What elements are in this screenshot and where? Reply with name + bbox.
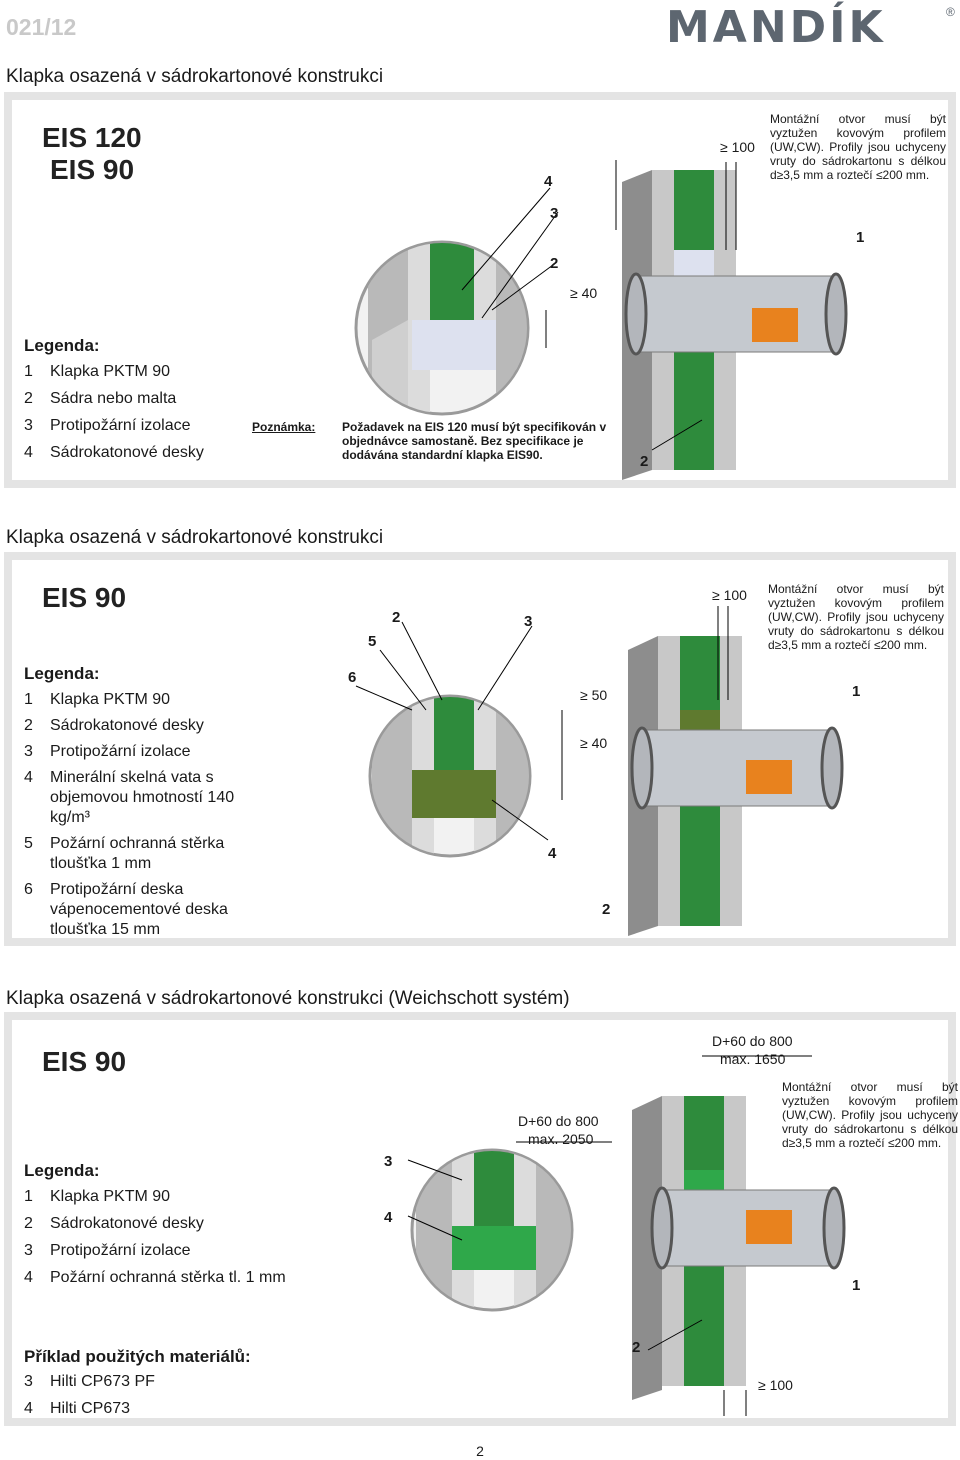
dim-100: ≥ 100 [720, 139, 755, 155]
eis-class-120: EIS 120 [42, 122, 142, 153]
mount-note-1: Montážní otvor musí být vyztužen kovovým… [770, 112, 946, 182]
section-title-2: Klapka osazená v sádrokartonové konstruk… [6, 527, 384, 548]
callout-4: 4 [544, 173, 553, 190]
logo-text: MANDÍK [666, 0, 886, 53]
callout-5: 5 [368, 633, 376, 650]
registered-mark: ® [946, 5, 955, 19]
footer-page-number: 2 [476, 1443, 484, 1459]
note-line-1: Požadavek na EIS 120 musí být specifikov… [342, 420, 607, 434]
legend-title-3: Legenda: [24, 1161, 100, 1180]
dim-b-max: max. 1650 [720, 1051, 786, 1067]
dim-40: ≥ 40 [580, 735, 607, 751]
callout-2a: 2 [392, 609, 400, 626]
callout-2b: 2 [640, 453, 648, 470]
mandik-logo: MANDÍK ® [666, 0, 955, 53]
section-title-1: Klapka osazená v sádrokartonové konstruk… [6, 66, 384, 87]
callout-1: 1 [852, 1277, 860, 1294]
mount-note-3: Montážní otvor musí být vyztužen kovovým… [782, 1080, 958, 1150]
mount-note-2: Montážní otvor musí být vyztužen kovovým… [768, 582, 944, 652]
dim-100: ≥ 100 [712, 587, 747, 603]
eis-class-90: EIS 90 [42, 1046, 127, 1077]
panel-3: EIS 90 [4, 1012, 958, 1426]
legend-title-1: Legenda: [24, 336, 100, 355]
panel-1: EIS 120 EIS 90 [4, 92, 956, 488]
legend-title-2: Legenda: [24, 664, 100, 683]
page-number: 021/12 [6, 14, 77, 40]
panel-2-content: EIS 90 [12, 560, 948, 938]
dim-100: ≥ 100 [758, 1377, 793, 1393]
dim-40: ≥ 40 [570, 285, 597, 301]
callout-2: 2 [632, 1339, 640, 1356]
dim-50: ≥ 50 [580, 687, 607, 703]
dim-a-range: D+60 do 800 [518, 1113, 599, 1129]
eis-class-90: EIS 90 [50, 154, 135, 185]
dim-a-max: max. 2050 [528, 1131, 594, 1147]
note-label: Poznámka: [252, 420, 316, 434]
callout-3: 3 [384, 1153, 392, 1170]
diagram-1: 4 3 2 1 2 ≥ 100 ≥ 40 [354, 139, 864, 480]
note-line-3: dodávána standardní klapka EIS90. [342, 448, 543, 462]
diagram-3: 3 4 1 2 D+60 do 800 max. 2050 D+60 do 80… [384, 1033, 860, 1416]
callout-6: 6 [348, 669, 356, 686]
panel-1-content: EIS 120 EIS 90 [12, 100, 948, 480]
materials-title: Příklad použitých materiálů: [24, 1347, 251, 1366]
callout-1: 1 [852, 683, 860, 700]
eis-class-90: EIS 90 [42, 582, 127, 613]
callout-3: 3 [550, 205, 558, 222]
diagram-2: 6 5 2 3 4 2 1 ≥ 100 ≥ 50 ≥ 40 [348, 587, 860, 936]
section-title-3: Klapka osazená v sádrokartonové konstruk… [6, 988, 570, 1009]
callout-2a: 2 [550, 255, 558, 272]
callout-4: 4 [384, 1209, 393, 1226]
panel-2: EIS 90 [4, 552, 956, 946]
dim-b-range: D+60 do 800 [712, 1033, 793, 1049]
callout-4: 4 [548, 845, 557, 862]
callout-1: 1 [856, 229, 864, 246]
note-line-2: objednávce samostaně. Bez specifikace je [342, 434, 584, 448]
callout-3: 3 [524, 613, 532, 630]
panel-3-content: EIS 90 [12, 1020, 958, 1418]
callout-2b: 2 [602, 901, 610, 918]
